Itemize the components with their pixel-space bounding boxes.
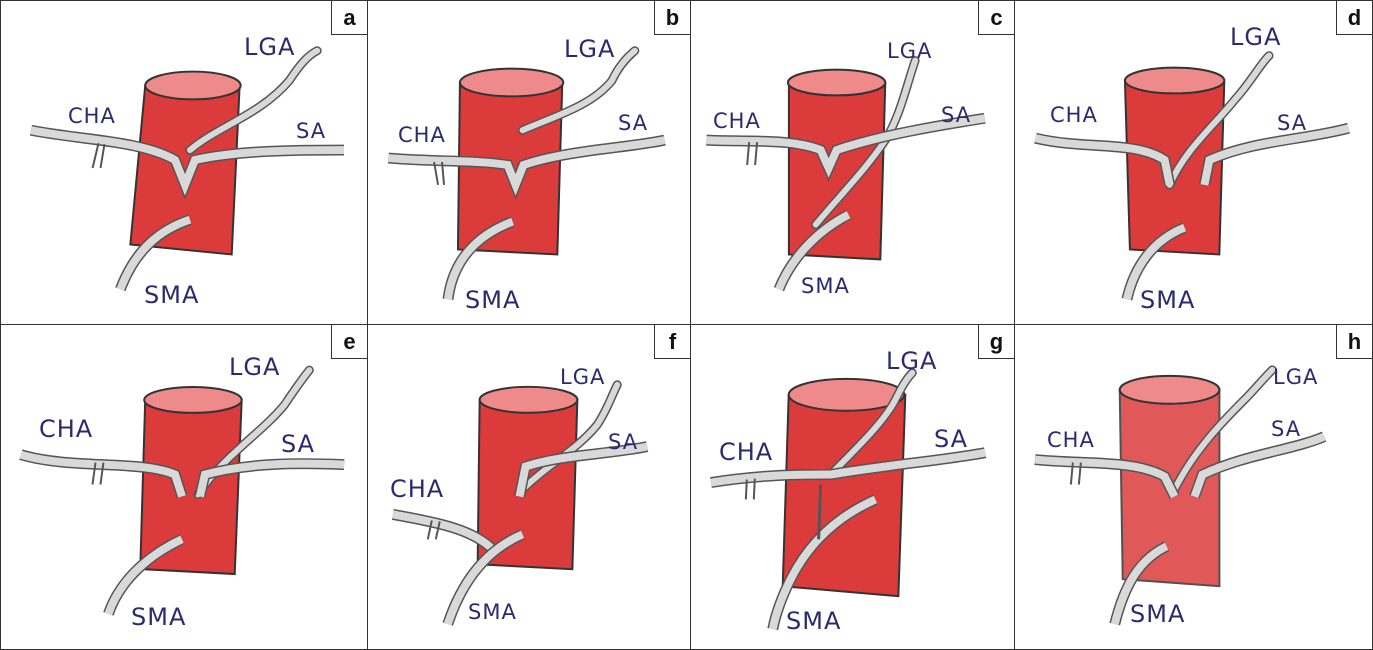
lga-label: LGA [1230, 23, 1281, 51]
aorta-lumen [145, 72, 240, 100]
cha-label: CHA [390, 475, 444, 503]
panel-letter: b [654, 1, 690, 35]
panel-h: h LGA CHA SA SMA [1015, 325, 1373, 650]
aorta-lumen [480, 387, 578, 413]
panel-letter: h [1336, 325, 1372, 359]
panel-b-drawing [368, 1, 690, 324]
panel-c: c LGA CHA SA SMA [691, 0, 1015, 325]
lga-label: LGA [887, 39, 932, 63]
panel-h-drawing [1015, 325, 1372, 649]
aorta [130, 85, 239, 254]
lga-label: LGA [244, 33, 295, 61]
panel-g-drawing [691, 325, 1014, 649]
sa-label: SA [934, 425, 968, 453]
cha-label: CHA [1047, 428, 1095, 452]
panel-letter: c [978, 1, 1014, 35]
cha-label: CHA [1050, 103, 1098, 127]
sa-label: SA [941, 103, 971, 127]
sma-label: SMA [465, 286, 520, 314]
sa-label: SA [1271, 417, 1301, 441]
sma-label: SMA [131, 603, 186, 631]
sa-label: SA [1277, 111, 1307, 135]
panel-a-drawing [1, 1, 367, 324]
sma-label: SMA [468, 600, 517, 624]
aorta [789, 82, 885, 259]
sma-label: SMA [786, 607, 841, 635]
aorta-lumen [1120, 376, 1220, 404]
panel-letter: e [331, 325, 367, 359]
aorta-lumen [788, 70, 885, 96]
aorta-lumen [460, 69, 563, 97]
cha-label: CHA [398, 123, 446, 147]
sma-label: SMA [1140, 286, 1195, 314]
panel-letter: g [978, 325, 1014, 359]
sa-label: SA [281, 430, 315, 458]
sa-label: SA [618, 111, 648, 135]
sma-label: SMA [1130, 600, 1185, 628]
aorta-lumen [144, 387, 241, 413]
cha-label: CHA [68, 104, 116, 128]
sma-label: SMA [801, 274, 850, 298]
cha-label: CHA [39, 415, 93, 443]
aorta-lumen [1125, 68, 1224, 94]
panel-e-drawing [1, 325, 367, 649]
sa-label: SA [296, 119, 326, 143]
panel-c-drawing [691, 1, 1014, 324]
panel-d-drawing [1015, 1, 1372, 324]
panel-e: e LGA CHA SA SMA [0, 325, 368, 650]
panel-letter: f [654, 325, 690, 359]
panel-a: a LGA CHA SA SMA [0, 0, 368, 325]
panel-letter: a [331, 1, 367, 35]
sa-label: SA [608, 430, 638, 454]
lga-label: LGA [560, 365, 605, 389]
panel-g: g LGA CHA SA SMA [691, 325, 1015, 650]
lga-label: LGA [1273, 365, 1318, 389]
cha-label: CHA [713, 109, 761, 133]
panel-b: b LGA CHA SA SMA [368, 0, 691, 325]
lga-label: LGA [229, 353, 280, 381]
panel-d: d LGA CHA SA SMA [1015, 0, 1373, 325]
panel-f: f LGA CHA SA SMA [368, 325, 691, 650]
panel-letter: d [1336, 1, 1372, 35]
sma-label: SMA [144, 281, 199, 309]
lga-label: LGA [564, 35, 615, 63]
cha-label: CHA [719, 438, 773, 466]
lga-label: LGA [886, 347, 937, 375]
